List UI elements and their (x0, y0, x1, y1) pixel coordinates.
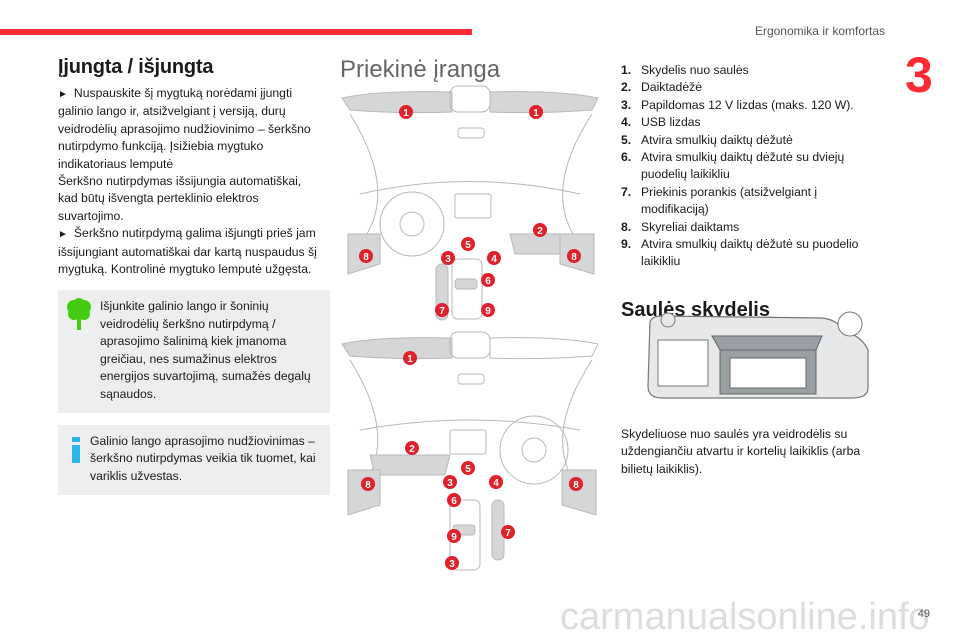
callout-label: 5 (465, 464, 471, 475)
callout-marker (403, 351, 417, 365)
bullet-arrow-icon: ► (58, 229, 68, 241)
paragraph: ►Šerkšno nutirpdymą galima išjungti prie… (58, 225, 324, 278)
callout-marker (481, 303, 495, 317)
callout-label: 3 (447, 478, 453, 489)
middle-column: Priekinė įranga (340, 56, 605, 84)
paragraph: ►Nuspauskite šį mygtuką norėdami įjungti… (58, 85, 324, 173)
info-note-text: Galinio lango aprasojimo nudžiovinimas –… (90, 433, 316, 483)
right-column: 1.Skydelis nuo saulės 2.Daiktadėžė 3.Pap… (621, 62, 881, 322)
front-interior-lhd-figure: 1 1 2 3 4 5 6 7 8 8 9 (341, 85, 599, 321)
list-item: 5.Atvira smulkių daiktų dėžutė (621, 132, 793, 147)
eco-note: Išjunkite galinio lango ir šoninių veidr… (58, 290, 330, 413)
eco-tree-icon (67, 298, 91, 331)
callout-label: 7 (439, 306, 445, 317)
callout-marker (435, 303, 449, 317)
page-number: 49 (917, 608, 930, 620)
callout-label: 4 (493, 478, 499, 489)
callout-marker (533, 223, 547, 237)
callout-marker (461, 237, 475, 251)
callout-marker (441, 251, 455, 265)
equipment-legend-list: 1.Skydelis nuo saulės 2.Daiktadėžė 3.Pap… (621, 62, 881, 271)
callout-marker (447, 493, 461, 507)
callout-label: 3 (445, 254, 451, 265)
list-item: 3.Papildomas 12 V lizdas (maks. 120 W). (621, 97, 854, 112)
section-heading: Įjungta / išjungta (58, 56, 214, 78)
callout-label: 8 (571, 252, 577, 263)
callout-label: 8 (363, 252, 369, 263)
front-equipment-heading: Priekinė įranga (340, 56, 501, 83)
callout-label: 6 (485, 276, 491, 287)
paragraph-text: Nuspauskite šį mygtuką norėdami įjungti … (58, 86, 311, 171)
sun-visor-description: Skydeliuose nuo saulės yra veidrodėlis s… (621, 427, 861, 476)
header-accent-bar (0, 29, 472, 35)
callout-marker (489, 475, 503, 489)
sun-visor-heading: Saulės skydelis (621, 298, 770, 321)
callout-marker (447, 529, 461, 543)
callout-label: 5 (465, 240, 471, 251)
list-item: 8.Skyreliai daiktams (621, 219, 740, 234)
callouts: 1 2 3 4 5 6 7 8 8 9 3 (361, 351, 583, 570)
sun-visor-figure (647, 311, 869, 399)
callout-label: 9 (451, 532, 457, 543)
callout-marker (487, 251, 501, 265)
callout-marker (359, 249, 373, 263)
eco-note-text: Išjunkite galinio lango ir šoninių veidr… (100, 299, 311, 401)
callout-marker (529, 105, 543, 119)
callout-label: 1 (533, 108, 539, 119)
list-item: 1.Skydelis nuo saulės (621, 63, 749, 77)
list-item: 4.USB lizdas (621, 115, 701, 130)
callout-marker (569, 477, 583, 491)
callout-label: 6 (451, 496, 457, 507)
info-icon (72, 436, 80, 463)
callout-label: 2 (409, 444, 415, 455)
callout-label: 8 (365, 480, 371, 491)
callout-marker (443, 475, 457, 489)
callouts: 1 1 2 3 4 5 6 7 8 8 9 (359, 105, 581, 317)
paragraph: Šerkšno nutirpdymas išsijungia automatiš… (58, 174, 302, 223)
chapter-number: 3 (905, 47, 933, 103)
watermark: carmanualsonline.info (560, 596, 930, 638)
paragraph-text: Šerkšno nutirpdymą galima išjungti prieš… (58, 226, 317, 277)
callout-marker (405, 441, 419, 455)
front-interior-rhd-figure: 1 2 3 4 5 6 7 8 8 9 3 (341, 331, 599, 571)
callout-marker (445, 556, 459, 570)
callout-label: 2 (537, 226, 543, 237)
callout-marker (481, 273, 495, 287)
section-title: Ergonomika ir komfortas (754, 24, 885, 38)
callout-label: 3 (449, 559, 455, 570)
callout-label: 7 (505, 528, 511, 539)
callout-label: 1 (407, 354, 413, 365)
callout-marker (501, 525, 515, 539)
callout-label: 9 (485, 306, 491, 317)
list-item: 6.Atvira smulkių daiktų dėžutė su dviejų… (621, 150, 845, 182)
callout-label: 4 (491, 254, 497, 265)
list-item: 9.Atvira smulkių daiktų dėžutė su puodel… (621, 237, 859, 269)
info-note: Galinio lango aprasojimo nudžiovinimas –… (58, 424, 330, 496)
callout-marker (399, 105, 413, 119)
list-item: 2.Daiktadėžė (621, 80, 702, 95)
list-item: 7.Priekinis porankis (atsižvelgiant į mo… (621, 184, 818, 217)
callout-label: 1 (403, 108, 409, 119)
bullet-arrow-icon: ► (58, 89, 68, 100)
callout-marker (461, 461, 475, 475)
callout-marker (361, 477, 375, 491)
callout-marker (567, 249, 581, 263)
left-column: Įjungta / išjungta ►Nuspauskite šį mygtu… (58, 56, 330, 496)
callout-label: 8 (573, 480, 579, 491)
